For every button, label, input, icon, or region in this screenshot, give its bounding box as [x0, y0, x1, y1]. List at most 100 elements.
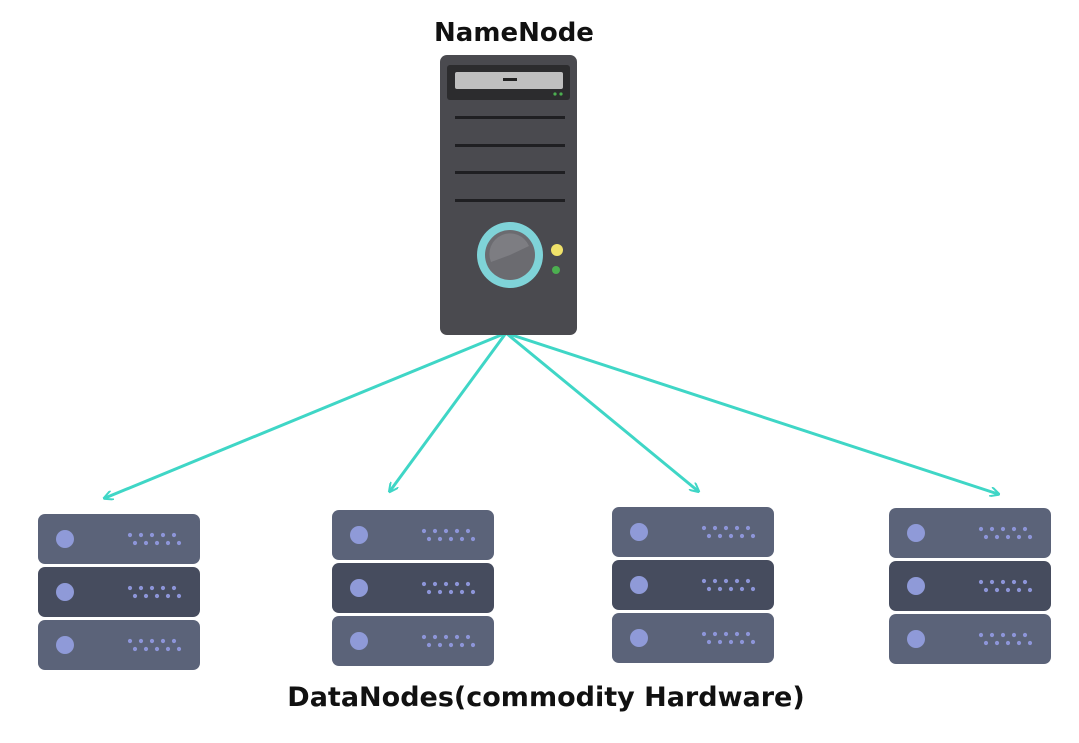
rack-vent-dot [459, 536, 465, 542]
rack-vent-dot [701, 525, 707, 531]
rack-vent-dot [443, 634, 449, 640]
tower-led-yellow [551, 244, 563, 256]
rack-vent-dot [443, 528, 449, 534]
rack-vent-dot [448, 536, 454, 542]
rack-vent-dot [734, 631, 740, 637]
rack-vent-dot [717, 639, 723, 645]
datanodes-label: DataNodes(commodity Hardware) [287, 682, 805, 713]
rack-vent-dot [165, 646, 171, 652]
rack-vent-dot [750, 639, 756, 645]
arrow-to-datanode-4 [505, 331, 998, 494]
rack-vent-dot [728, 586, 734, 592]
arrow-to-datanode-3 [505, 331, 698, 491]
rack-vent-dot [432, 528, 438, 534]
rack-vent-dot [978, 526, 984, 532]
rack-vent-dot [723, 525, 729, 531]
rack-vent-dot [717, 586, 723, 592]
rack-unit [332, 616, 494, 666]
rack-vent-dot [734, 525, 740, 531]
rack-vent-dot [165, 540, 171, 546]
rack-vent-dot [465, 528, 471, 534]
rack-vent-dot [160, 532, 166, 538]
rack-vent-dot [160, 585, 166, 591]
rack-vent-dot [1005, 640, 1011, 646]
rack-vent-dot [127, 532, 133, 538]
rack-vent-dot [143, 646, 149, 652]
rack-unit [889, 561, 1051, 611]
tower-drive-led-1 [553, 92, 557, 96]
rack-vent-dot [171, 638, 177, 644]
rack-unit-light [630, 629, 648, 647]
rack-unit-light [907, 630, 925, 648]
rack-vent-dot [465, 581, 471, 587]
rack-vent-dot [421, 581, 427, 587]
server-rack-icon [332, 510, 494, 666]
rack-vent-dot [712, 525, 718, 531]
rack-vent-dot [723, 578, 729, 584]
rack-vent-dot [1016, 640, 1022, 646]
rack-vent-dot [176, 646, 182, 652]
datanode-racks [38, 507, 1051, 670]
rack-unit-panel [38, 514, 200, 564]
rack-vent-dot [132, 646, 138, 652]
rack-vent-dot [739, 586, 745, 592]
rack-unit-panel [612, 613, 774, 663]
rack-vent-dot [706, 533, 712, 539]
rack-vent-dot [728, 639, 734, 645]
rack-vent-dot [701, 578, 707, 584]
rack-vent-dot [454, 528, 460, 534]
rack-vent-dot [454, 581, 460, 587]
rack-unit-panel [38, 567, 200, 617]
arrow-to-datanode-1 [105, 331, 507, 498]
rack-unit-light [56, 583, 74, 601]
rack-vent-dot [127, 638, 133, 644]
rack-vent-dot [1000, 526, 1006, 532]
rack-vent-dot [149, 585, 155, 591]
rack-unit-panel [332, 616, 494, 666]
rack-vent-dot [745, 631, 751, 637]
rack-vent-dot [154, 593, 160, 599]
rack-vent-dot [1005, 534, 1011, 540]
rack-vent-dot [149, 532, 155, 538]
rack-vent-dot [437, 589, 443, 595]
rack-vent-dot [1000, 632, 1006, 638]
rack-vent-dot [437, 536, 443, 542]
rack-vent-dot [750, 533, 756, 539]
rack-vent-dot [149, 638, 155, 644]
server-tower-icon [440, 55, 577, 335]
tower-vent-line-2 [455, 144, 565, 147]
rack-vent-dot [1011, 579, 1017, 585]
rack-vent-dot [1027, 640, 1033, 646]
server-rack-icon [38, 514, 200, 670]
tower-body [440, 55, 577, 335]
rack-vent-dot [989, 579, 995, 585]
rack-vent-dot [994, 640, 1000, 646]
rack-vent-dot [448, 642, 454, 648]
rack-vent-dot [994, 587, 1000, 593]
rack-vent-dot [132, 593, 138, 599]
rack-vent-dot [712, 631, 718, 637]
rack-vent-dot [470, 589, 476, 595]
rack-vent-dot [138, 585, 144, 591]
rack-unit-panel [332, 510, 494, 560]
rack-vent-dot [448, 589, 454, 595]
rack-vent-dot [1016, 534, 1022, 540]
rack-unit-light [907, 577, 925, 595]
rack-vent-dot [989, 526, 995, 532]
rack-unit-light [907, 524, 925, 542]
rack-vent-dot [143, 593, 149, 599]
rack-vent-dot [127, 585, 133, 591]
rack-vent-dot [739, 533, 745, 539]
rack-vent-dot [154, 540, 160, 546]
rack-unit [38, 567, 200, 617]
rack-vent-dot [983, 534, 989, 540]
rack-vent-dot [983, 640, 989, 646]
server-rack-icon [889, 508, 1051, 664]
rack-vent-dot [717, 533, 723, 539]
rack-unit [332, 510, 494, 560]
rack-unit-light [630, 576, 648, 594]
rack-vent-dot [745, 578, 751, 584]
rack-vent-dot [176, 540, 182, 546]
